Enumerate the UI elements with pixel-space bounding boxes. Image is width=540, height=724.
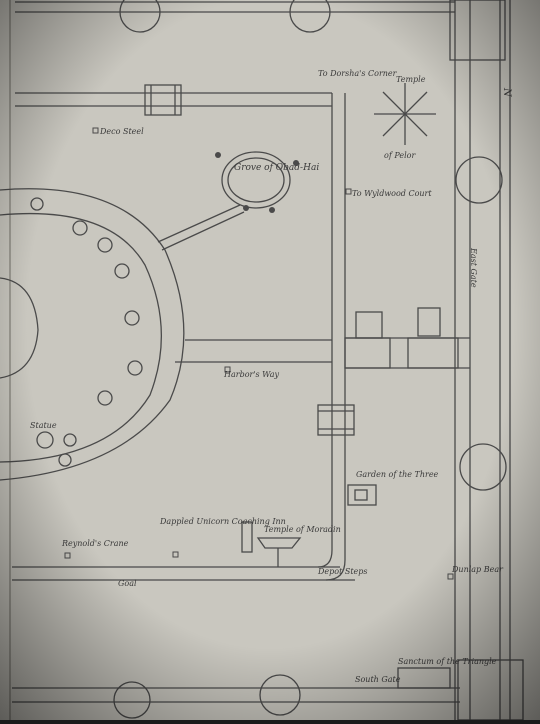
label-garden-three: Garden of the Three (356, 470, 439, 479)
label-temple-moradin: Temple of Moradin (264, 525, 341, 534)
label-reynolds-crane: Reynold's Crane (61, 539, 129, 548)
label-depot-steps: Depot Steps (317, 567, 368, 576)
label-temple-pelor-bottom: of Pelor (384, 151, 416, 160)
label-sanctum: Sanctum of the Triangle (398, 657, 497, 666)
label-goal: Goal (118, 579, 137, 588)
label-dorshe-corner: To Dorsha's Corner (318, 69, 398, 78)
label-east-gate: East Gate (469, 247, 478, 288)
label-grove: Grove of Obad-Hai (234, 163, 319, 173)
north-arrow-label: N (501, 87, 512, 98)
label-temple-pelor-top: Temple (396, 75, 426, 84)
label-harbors-way: Harbor's Way (223, 370, 279, 379)
temple-pelor-symbol (374, 83, 436, 145)
label-wyldwood-court: To Wyldwood Court (352, 189, 432, 198)
label-statue: Statue (30, 421, 57, 430)
label-south-gate: South Gate (355, 675, 401, 684)
label-dunlap-bear: Dunlap Bear (451, 565, 504, 574)
label-deco-steel: Deco Steel (99, 127, 144, 136)
